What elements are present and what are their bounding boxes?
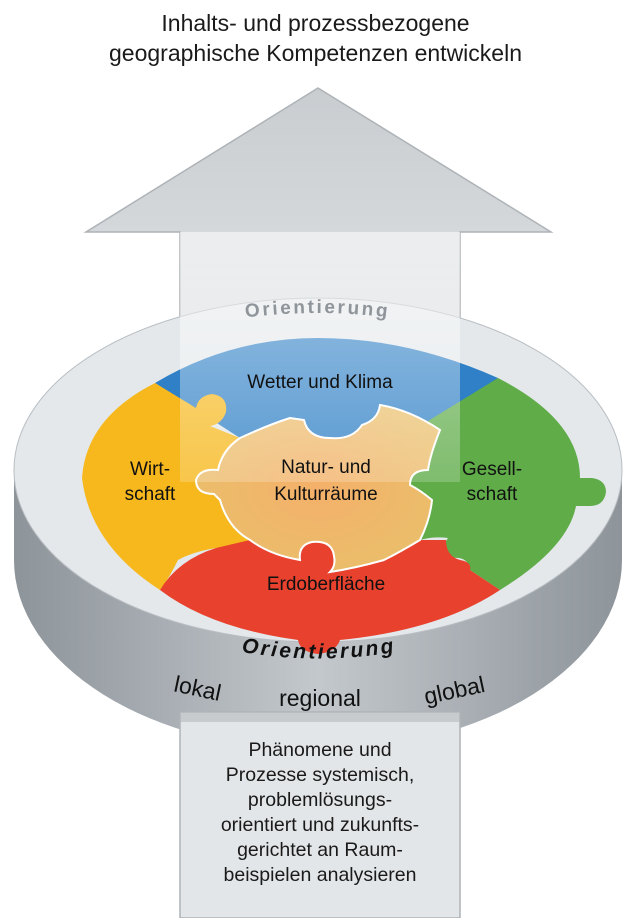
- label-natural-cultural-2: Kulturräume: [274, 484, 378, 505]
- title-line-2: geographische Kompetenzen entwickeln: [109, 40, 522, 66]
- puzzle-piece-bottom: [160, 540, 500, 654]
- label-natural-cultural-1: Natur- und: [281, 457, 371, 478]
- scale-regional: regional: [279, 685, 361, 711]
- label-society-1: Gesell-: [462, 459, 522, 480]
- label-economy-2: schaft: [125, 484, 176, 505]
- bottom-line-3: problemlösungs-: [247, 789, 393, 811]
- bottom-line-2: Prozesse systemisch,: [225, 764, 415, 786]
- bottom-box-text: Phänomene und Prozesse systemisch, probl…: [190, 738, 450, 888]
- bottom-line-1: Phänomene und: [248, 739, 392, 761]
- arrow-shaft-bottom: [179, 711, 461, 918]
- bottom-line-4: orientiert und zukunfts-: [220, 814, 420, 836]
- title-line-1: Inhalts- und prozessbezogene: [161, 10, 470, 36]
- bottom-line-5: gerichtet an Raum-: [237, 839, 403, 861]
- label-economy-1: Wirt-: [130, 459, 170, 480]
- bottom-line-6: beispielen analysieren: [223, 864, 417, 886]
- label-weather-climate: Wetter und Klima: [247, 372, 393, 393]
- label-earth-surface: Erdoberfläche: [267, 574, 385, 595]
- label-society-2: schaft: [467, 484, 518, 505]
- arrow-shaft-overlay: [180, 232, 460, 482]
